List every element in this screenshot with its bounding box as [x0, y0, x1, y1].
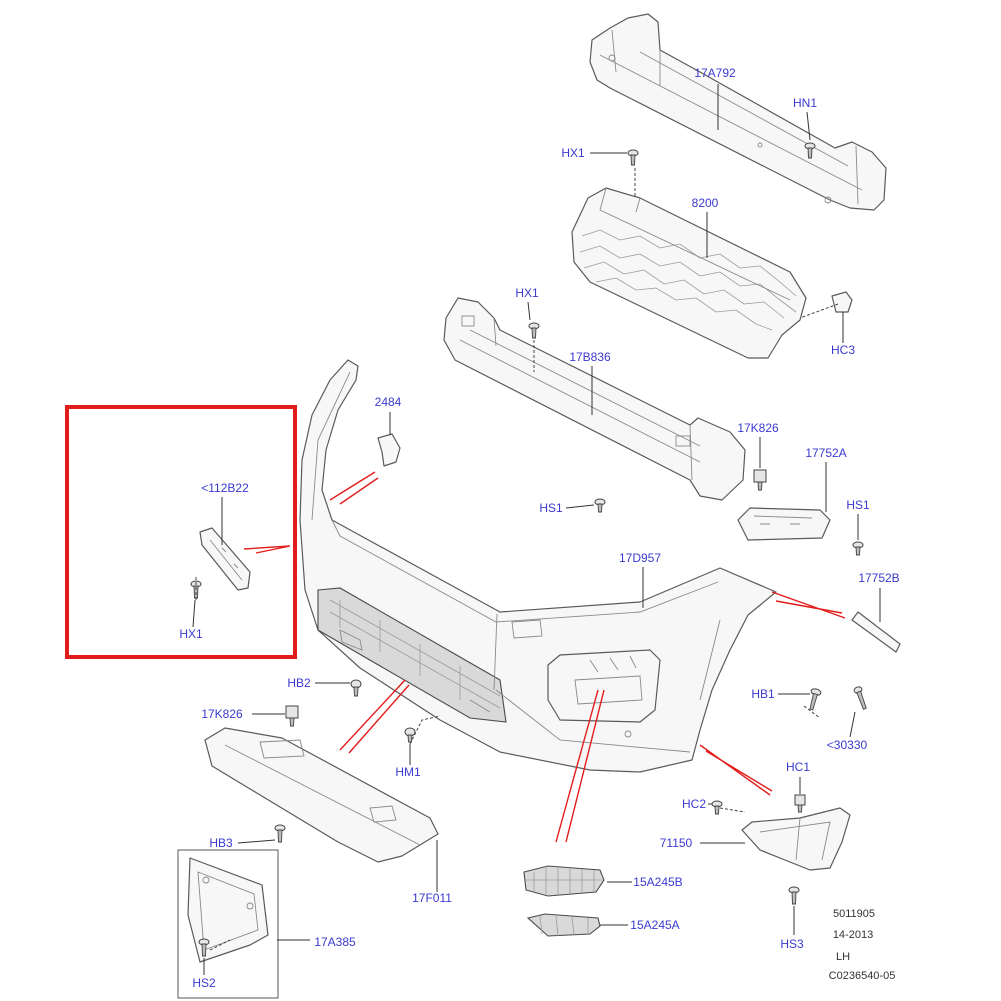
reference-footer: 5011905 14-2013 LH C0236540-05: [829, 908, 896, 982]
fastener-hx1-mid: [528, 322, 540, 339]
callout-112B22: <112B22: [201, 481, 249, 495]
callout-17A792: 17A792: [694, 66, 736, 80]
bracket-112B22: [199, 527, 251, 591]
callout-HX1-left: HX1: [179, 627, 203, 641]
callout-HC3: HC3: [831, 343, 855, 357]
callout-71150: 71150: [660, 836, 693, 850]
callout-15A245A: 15A245A: [630, 918, 679, 932]
footer-part-number: 5011905: [833, 908, 875, 920]
fastener-hb1: [809, 688, 822, 711]
fastener-hb3: [274, 824, 286, 843]
radiator-grille: [571, 187, 807, 359]
callout-17A385: 17A385: [314, 935, 356, 949]
fog-lamp-cover-15A245A: [526, 913, 601, 937]
callout-15A245B: 15A245B: [633, 875, 682, 889]
callout-HS1-right: HS1: [846, 498, 870, 512]
fastener-30330: [853, 686, 867, 710]
footer-date: 14-2013: [833, 929, 873, 941]
callout-HB1: HB1: [751, 687, 775, 701]
callout-17752A: 17752A: [805, 446, 846, 460]
callout-2484: 2484: [375, 395, 402, 409]
leader-lines: [192, 84, 881, 975]
callout-HS3: HS3: [780, 937, 804, 951]
callout-17F011: 17F011: [412, 891, 452, 905]
callout-HS1-center: HS1: [539, 501, 563, 515]
license-bracket-frame: [177, 849, 279, 999]
fastener-17k826-right: [753, 469, 767, 491]
lower-splash-shield: [204, 727, 439, 863]
footer-side: LH: [836, 951, 850, 963]
fastener-hs3: [788, 886, 800, 905]
callout-30330: <30330: [827, 738, 868, 752]
callout-HS2: HS2: [192, 976, 216, 990]
fastener-hc1: [794, 794, 806, 813]
callout-17752B: 17752B: [858, 571, 899, 585]
clip-2484: [377, 433, 401, 467]
fastener-hs2: [198, 938, 210, 957]
callout-labels: 17A792 HN1 HX1 8200 HX1 HC3 17B836 2484 …: [179, 66, 899, 990]
bumper-reinforcement-bar: [589, 13, 887, 211]
fastener-hx1-top: [627, 149, 639, 166]
callout-HB2: HB2: [287, 676, 311, 690]
fastener-hn1: [804, 142, 816, 159]
callout-HX1-top: HX1: [561, 146, 585, 160]
front-bumper-cover: [299, 359, 777, 773]
callout-17B836: 17B836: [569, 350, 611, 364]
callout-HB3: HB3: [209, 836, 233, 850]
highlight-box: [65, 405, 297, 659]
callout-17K826-right: 17K826: [737, 421, 779, 435]
callout-HN1: HN1: [793, 96, 817, 110]
footer-illustration-code: C0236540-05: [829, 970, 896, 982]
fastener-17k826-left: [285, 705, 299, 727]
red-indicator-lines: [243, 471, 846, 843]
bracket-17752A: [737, 507, 831, 541]
fog-lamp-cover-15A245B: [523, 865, 605, 897]
assembly-dashed-lines: [195, 168, 839, 951]
fastener-hx1-left: [190, 580, 202, 599]
license-plate-bracket: [187, 857, 269, 963]
side-bracket-71150: [741, 807, 851, 871]
fastener-hb2: [350, 679, 362, 697]
callout-HC1: HC1: [786, 760, 810, 774]
clip-hc3: [831, 291, 853, 313]
callout-HX1-mid: HX1: [515, 286, 539, 300]
fastener-hs1-right: [852, 541, 864, 556]
fastener-hc2: [711, 800, 723, 815]
callout-HC2: HC2: [682, 797, 706, 811]
upper-bumper-carrier: [443, 297, 746, 501]
fastener-hs1-center: [594, 498, 606, 513]
callout-8200: 8200: [692, 196, 719, 210]
callout-HM1: HM1: [395, 765, 421, 779]
bracket-17752B: [851, 611, 901, 653]
callout-17D957: 17D957: [619, 551, 661, 565]
callout-17K826-left: 17K826: [201, 707, 243, 721]
